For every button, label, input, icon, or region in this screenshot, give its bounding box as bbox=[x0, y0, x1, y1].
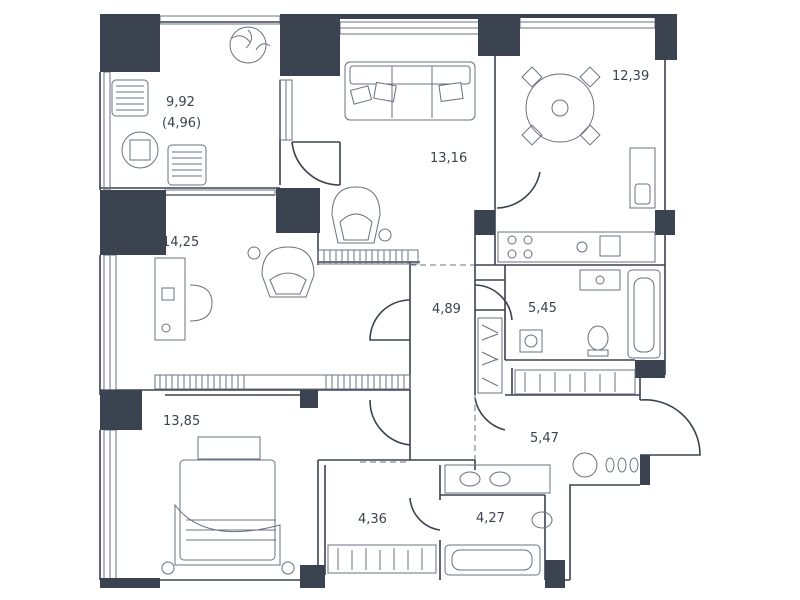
study-area-label: 14,25 bbox=[162, 235, 199, 250]
furniture bbox=[111, 26, 661, 576]
bath2-fixtures bbox=[444, 464, 553, 576]
bath2-area-label: 4,27 bbox=[476, 511, 505, 526]
closet-area-label: 4,36 bbox=[358, 512, 387, 527]
kitchen-counter-icon bbox=[497, 147, 656, 263]
balcony-area-label: 9,92 bbox=[166, 95, 195, 110]
desk-icon bbox=[154, 257, 213, 341]
shoe-rack-icon bbox=[572, 452, 639, 478]
kitchen-area-label: 12,39 bbox=[612, 69, 649, 84]
lamp-icon bbox=[247, 246, 261, 260]
bathtub-icon bbox=[627, 269, 661, 359]
bookshelf-icon bbox=[154, 249, 419, 390]
dining-table-icon bbox=[521, 66, 601, 146]
wall-blocks bbox=[100, 14, 677, 588]
armchair-icon bbox=[167, 144, 207, 186]
entry-area-label: 5,47 bbox=[530, 431, 559, 446]
armchair-icon bbox=[111, 79, 149, 117]
bed-icon bbox=[161, 436, 295, 575]
sink-icon bbox=[579, 269, 621, 291]
bedroom-area-label: 13,85 bbox=[163, 414, 200, 429]
hall-area-label: 4,89 bbox=[432, 302, 461, 317]
bath1-area-label: 5,45 bbox=[528, 301, 557, 316]
balcony-reduced-area-label: (4,96) bbox=[162, 116, 201, 131]
lamp-icon bbox=[378, 228, 392, 242]
coffee-table-icon bbox=[121, 131, 159, 169]
doors bbox=[291, 141, 701, 531]
sofa-icon bbox=[344, 61, 476, 121]
living-area-label: 13,16 bbox=[430, 151, 467, 166]
room-labels: 9,92 (4,96) 13,16 12,39 14,25 4,89 5,45 … bbox=[162, 69, 649, 527]
armchair-icon bbox=[261, 246, 315, 298]
toilet-icon bbox=[587, 325, 609, 357]
armchair-icon bbox=[331, 186, 381, 244]
washing-machine-icon bbox=[519, 329, 543, 353]
plant-icon bbox=[229, 26, 271, 64]
wardrobe-icon bbox=[327, 317, 636, 574]
